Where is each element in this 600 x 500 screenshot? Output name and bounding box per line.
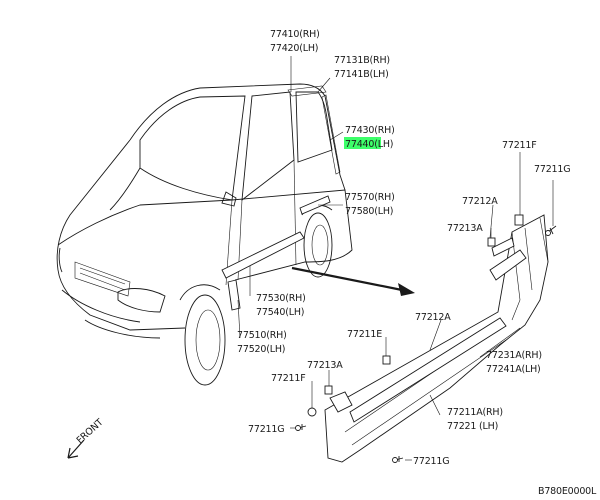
label-77520: 77520(LH) xyxy=(237,344,285,355)
diagram-code: B780E0000L xyxy=(538,486,597,497)
label-77213a-top: 77213A xyxy=(447,223,483,234)
label-77211f-low: 77211F xyxy=(271,373,306,384)
label-77510: 77510(RH) xyxy=(237,330,287,341)
label-77213a-low: 77213A xyxy=(307,360,343,371)
label-77440: 77440(LH) xyxy=(345,139,393,150)
label-77540: 77540(LH) xyxy=(256,307,304,318)
leader-lines xyxy=(237,56,554,461)
label-77410: 77410(RH) xyxy=(270,29,320,40)
front-indicator: FRONT xyxy=(67,417,106,459)
label-77430: 77430(RH) xyxy=(345,125,395,136)
label-77211f-top: 77211F xyxy=(502,140,537,151)
label-77530: 77530(RH) xyxy=(256,293,306,304)
label-77580: 77580(LH) xyxy=(345,206,393,217)
label-77212a-mid: 77212A xyxy=(415,312,451,323)
label-77211g-left: 77211G xyxy=(248,424,284,435)
side-sill-part xyxy=(295,214,557,463)
label-77420: 77420(LH) xyxy=(270,43,318,54)
label-77211g-top: 77211G xyxy=(534,164,570,175)
car-illustration xyxy=(56,83,353,386)
part-labels: 77410(RH) 77420(LH) 77131B(RH) 77141B(LH… xyxy=(237,29,571,467)
label-77211e: 77211E xyxy=(347,329,382,340)
direction-arrow xyxy=(291,266,415,296)
highlight-77440 xyxy=(344,137,381,149)
label-77211g-bottom: 77211G xyxy=(413,456,449,467)
label-77212a-top: 77212A xyxy=(462,196,498,207)
label-77231a: 77231A(RH) xyxy=(486,350,542,361)
label-77211a: 77211A(RH) xyxy=(447,407,503,418)
front-label: FRONT xyxy=(75,417,106,446)
label-77570: 77570(RH) xyxy=(345,192,395,203)
label-77141b: 77141B(LH) xyxy=(334,69,389,80)
label-77131b: 77131B(RH) xyxy=(334,55,390,66)
label-77241a: 77241A(LH) xyxy=(486,364,541,375)
label-77221: 77221 (LH) xyxy=(447,421,498,432)
